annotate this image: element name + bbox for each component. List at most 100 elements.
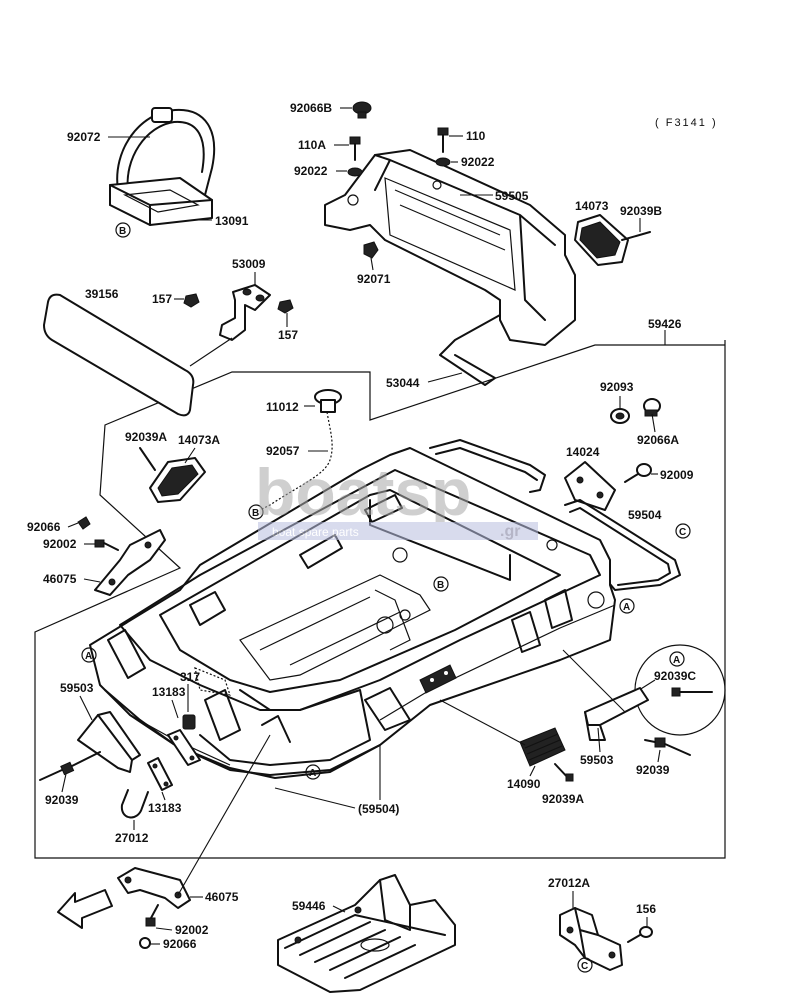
part-317 — [182, 714, 196, 730]
part-label-14073: 14073 — [575, 199, 609, 213]
bracket-46075-left — [94, 529, 166, 596]
ref-label-a-left: A — [85, 651, 92, 662]
part-label-110a: 110A — [298, 138, 326, 152]
ref-circle-b-chain — [248, 504, 264, 520]
ref-label-b-chain: B — [252, 508, 259, 519]
watermark-suffix: .gr — [500, 523, 520, 540]
bracket-27012a — [559, 907, 623, 971]
bolt-92002-left — [94, 539, 119, 551]
part-label-92002-left: 92002 — [43, 537, 77, 551]
pad-14090 — [519, 727, 566, 767]
watermark: boatsp boat spare parts .gr — [255, 455, 538, 540]
part-label-157a: 157 — [152, 292, 172, 306]
part-label-157b: 157 — [278, 328, 298, 342]
part-label-14024: 14024 — [566, 445, 600, 459]
washer-92022a — [347, 167, 363, 177]
ref-circle-b-mid — [433, 576, 449, 592]
part-label-92072: 92072 — [67, 130, 101, 144]
ref-label-b-mid: B — [437, 580, 444, 591]
part-label-92039b: 92039B — [620, 204, 662, 218]
part-label-27012: 27012 — [115, 831, 149, 845]
watermark-brand: boatsp — [255, 455, 471, 529]
ubolt-27012 — [120, 789, 149, 819]
cap-11012 — [314, 389, 342, 413]
part-label-13091: 13091 — [215, 214, 249, 228]
part-label-110: 110 — [466, 129, 486, 143]
ref-circle-a-bottom — [305, 764, 321, 780]
part-label-13183b: 13183 — [148, 801, 182, 815]
hinge-13183b — [147, 757, 173, 791]
part-label-317: 317 — [180, 670, 200, 684]
nut-92071 — [363, 241, 379, 259]
part-label-92002-bottom: 92002 — [175, 923, 209, 937]
part-label-156: 156 — [636, 902, 656, 916]
part-label-92039c: 92039C — [654, 669, 696, 683]
part-label-14073a: 14073A — [178, 433, 220, 447]
ref-circle-a-left — [81, 647, 97, 663]
rivet-92039c — [671, 687, 713, 697]
bracket-53009 — [219, 284, 271, 341]
part-label-13183a: 13183 — [152, 685, 186, 699]
part-label-92066-bottom: 92066 — [163, 937, 197, 951]
watermark-tagline: boat spare parts — [272, 525, 359, 539]
part-label-27012a: 27012A — [548, 876, 590, 890]
part-label-92071: 92071 — [357, 272, 391, 286]
part-label-92066a: 92066A — [637, 433, 679, 447]
part-label-59446: 59446 — [292, 899, 326, 913]
part-label-92022a: 92022 — [294, 164, 328, 178]
part-label-59504: 59504 — [628, 508, 662, 522]
part-label-39156: 39156 — [85, 287, 119, 301]
part-label-92039a-bot: 92039A — [542, 792, 584, 806]
bolt-110 — [437, 127, 449, 153]
nut-92066-bottom — [139, 937, 151, 949]
ref-label-b-top: B — [119, 226, 126, 237]
part-label-92022b: 92022 — [461, 155, 495, 169]
plate-14073 — [574, 214, 651, 266]
plug-92066b — [352, 101, 372, 119]
seal-59504 — [429, 439, 681, 591]
part-label-11012: 11012 — [266, 400, 299, 414]
rivet-92039-right — [644, 737, 691, 756]
part-label-92039-right: 92039 — [636, 763, 670, 777]
part-label-92093: 92093 — [600, 380, 634, 394]
cap-92066a — [643, 398, 661, 417]
rivet-92039a-bot — [554, 763, 574, 782]
part-label-92039-left: 92039 — [45, 793, 79, 807]
ref-circle-c-bottom — [577, 957, 593, 973]
guard-59503-left — [77, 711, 141, 773]
part-label-59505: 59505 — [495, 189, 529, 203]
ref-label-c-right: C — [679, 527, 686, 538]
part-label-92039a-top: 92039A — [125, 430, 167, 444]
strap-assembly — [108, 107, 216, 226]
nut-92066-left — [77, 516, 91, 530]
washer-92022b — [435, 157, 451, 167]
assembly-frame — [34, 330, 726, 859]
ref-circle-b — [115, 222, 131, 238]
part-label-59426: 59426 — [648, 317, 682, 331]
ref-label-c-bottom: C — [581, 961, 588, 972]
ref-label-a-circle: A — [673, 655, 680, 666]
nut-157b — [277, 299, 294, 314]
part-label-92009: 92009 — [660, 468, 694, 482]
bolt-92002-bottom — [145, 904, 159, 927]
front-arrow — [57, 889, 113, 929]
hinge-13183a — [167, 729, 201, 766]
handle-59505 — [324, 149, 576, 346]
part-label-46075-bottom: 46075 — [205, 890, 239, 904]
part-label-59504-paren: (59504) — [358, 802, 399, 816]
bolt-92009 — [624, 463, 652, 483]
nut-157a — [183, 293, 200, 308]
clip-53044 — [439, 314, 501, 386]
part-label-46075-left: 46075 — [43, 572, 77, 586]
ref-circle-c-right — [675, 523, 691, 539]
diagram-code: ( F3141 ) — [655, 117, 718, 129]
part-label-59503-left: 59503 — [60, 681, 94, 695]
part-label-92066b: 92066B — [290, 101, 332, 115]
part-label-53009: 53009 — [232, 257, 266, 271]
plate-14073a — [139, 447, 206, 503]
rivet-92039-left — [39, 751, 101, 781]
part-label-92066-left: 92066 — [27, 520, 61, 534]
bolt-110a — [349, 136, 361, 161]
bolt-156 — [627, 926, 653, 943]
